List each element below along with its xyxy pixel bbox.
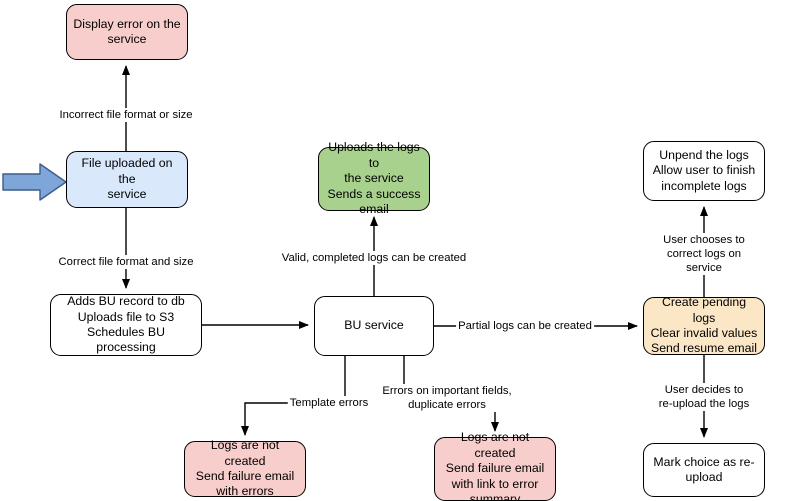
edge-label-partial-logs: Partial logs can be created	[456, 319, 594, 333]
node-label: File uploaded on the service	[81, 156, 173, 202]
edge-label-template-errors: Template errors	[287, 396, 371, 410]
node-label: Unpend the logs Allow user to finish inc…	[652, 147, 756, 193]
node-adds-bu-record[interactable]: Adds BU record to db Uploads file to S3 …	[50, 294, 202, 356]
node-logs-not-created-error-summary[interactable]: Logs are not created Send failure email …	[434, 430, 556, 501]
node-uploads-logs-to-service[interactable]: Uploads the logs to the service Sends a …	[318, 140, 430, 216]
node-label: Logs are not created Send failure email …	[445, 430, 545, 501]
edge-label-user-chooses-to-correct-logs: User chooses to correct logs on service	[655, 233, 753, 275]
node-bu-service[interactable]: BU service	[314, 296, 434, 356]
node-mark-choice-as-reupload[interactable]: Mark choice as re- upload	[643, 443, 765, 497]
node-display-error[interactable]: Display error on the service	[66, 4, 188, 60]
node-unpend-the-logs[interactable]: Unpend the logs Allow user to finish inc…	[643, 141, 765, 201]
node-label: Display error on the service	[73, 16, 181, 46]
node-file-uploaded-on-service[interactable]: File uploaded on the service	[66, 151, 188, 208]
node-label: Create pending logs Clear invalid values…	[650, 295, 758, 356]
external-input-arrow	[2, 163, 67, 201]
edge-label-errors-on-important-fields: Errors on important fields, duplicate er…	[380, 384, 514, 412]
node-label: BU service	[344, 318, 404, 333]
edge-label-correct-file-format: Correct file format and size	[56, 255, 196, 269]
node-create-pending-logs[interactable]: Create pending logs Clear invalid values…	[643, 295, 765, 356]
node-label: Adds BU record to db Uploads file to S3 …	[67, 294, 185, 355]
node-label: Mark choice as re- upload	[653, 454, 755, 484]
edge-label-valid-completed-logs: Valid, completed logs can be created	[279, 251, 469, 265]
node-label: Logs are not created Send failure email …	[195, 438, 295, 499]
edge-label-incorrect-file-format: Incorrect file format or size	[57, 108, 195, 122]
node-logs-not-created-template-errors[interactable]: Logs are not created Send failure email …	[184, 438, 306, 499]
edge-label-user-decides-to-reupload: User decides to re-upload the logs	[655, 383, 753, 411]
node-label: Uploads the logs to the service Sends a …	[327, 140, 421, 217]
